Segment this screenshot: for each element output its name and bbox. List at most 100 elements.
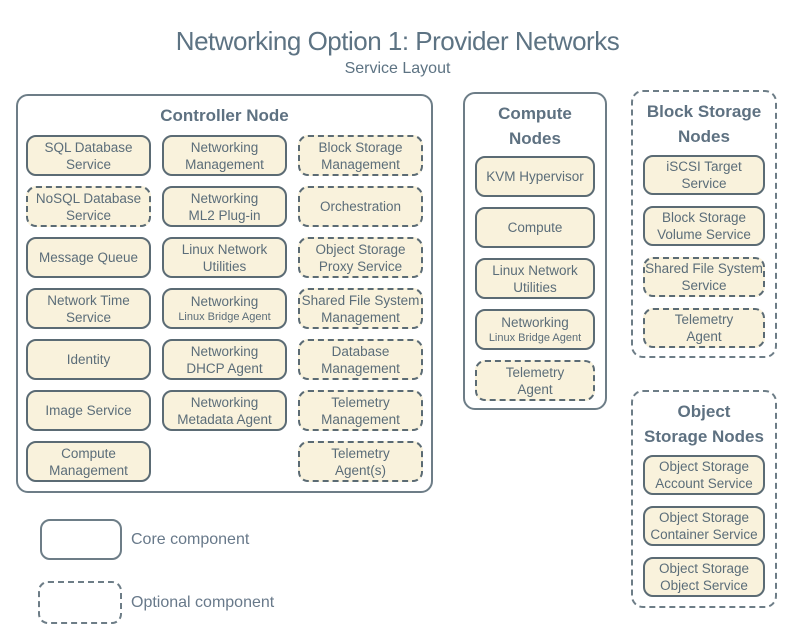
service-label: Management xyxy=(321,156,400,172)
service-label: Telemetry xyxy=(331,394,390,410)
service-label: Image Service xyxy=(45,403,132,418)
service-label: SQL Database xyxy=(44,139,133,155)
service-label: Networking xyxy=(190,343,259,359)
service-label: Network Time xyxy=(47,292,130,308)
service-label: Metadata Agent xyxy=(177,411,272,427)
service-label: Orchestration xyxy=(319,199,402,214)
service-label: Message Queue xyxy=(38,250,139,265)
service-label: Service xyxy=(65,309,111,325)
service-label: Account Service xyxy=(655,476,753,491)
service-label: Object Storage xyxy=(658,510,750,525)
service-label: Telemetry xyxy=(331,445,390,461)
service-label: Block Storage xyxy=(318,139,403,155)
service-label: Management xyxy=(321,309,400,325)
service-label: Block Storage xyxy=(661,210,747,225)
service-label: Linux Network xyxy=(492,262,578,278)
service-label: KVM Hypervisor xyxy=(486,169,584,184)
service-label: Telemetry xyxy=(674,312,734,327)
service-label: Agent xyxy=(686,329,722,344)
service-label: Networking xyxy=(190,394,259,410)
diagram-title: Networking Option 1: Provider Networks xyxy=(175,26,620,56)
service-label: Utilities xyxy=(202,258,247,274)
service-box-kvm-hypervisor: KVM Hypervisor xyxy=(475,156,595,197)
service-label: DHCP Agent xyxy=(186,360,263,376)
legend-core-label: Core component xyxy=(131,530,250,548)
service-label: Object Storage xyxy=(315,241,406,257)
service-label: Utilities xyxy=(513,279,557,295)
service-label: Linux Bridge Agent xyxy=(488,332,582,344)
service-label: NoSQL Database xyxy=(35,190,142,206)
service-label: Service xyxy=(65,156,111,172)
legend-optional-component: Optional component xyxy=(38,581,274,624)
core-component-swatch xyxy=(40,519,122,560)
service-label: Management xyxy=(49,462,128,478)
service-label: Agent(s) xyxy=(334,462,387,478)
service-label: Service xyxy=(65,207,111,223)
service-label: Database xyxy=(331,343,390,359)
service-label: Networking xyxy=(190,139,259,155)
service-label: Telemetry xyxy=(505,364,565,380)
service-box-compute: Compute xyxy=(475,207,595,248)
diagram-subtitle: Service Layout xyxy=(344,60,451,77)
service-label: Proxy Service xyxy=(318,258,403,274)
service-label: Management xyxy=(185,156,264,172)
service-label: Identity xyxy=(66,352,111,367)
service-label: Shared File System xyxy=(645,261,763,276)
service-label: Linux Network xyxy=(181,241,268,257)
service-label: Compute xyxy=(61,445,116,461)
service-label: Networking xyxy=(190,190,259,206)
service-label: Object Storage xyxy=(658,459,750,474)
service-box-image-service: Image Service xyxy=(26,390,151,431)
service-box-identity: Identity xyxy=(26,339,151,380)
service-label: Service xyxy=(681,176,727,191)
service-label: iSCSI Target xyxy=(666,159,742,174)
block-storage-nodes-title: Block Storage Nodes xyxy=(646,102,762,146)
service-label: Object Storage xyxy=(658,561,750,576)
service-label: Networking xyxy=(190,294,259,309)
optional-component-swatch xyxy=(38,581,122,624)
service-label: Volume Service xyxy=(657,227,751,242)
service-label: ML2 Plug-in xyxy=(188,207,261,223)
service-box-message-queue: Message Queue xyxy=(26,237,151,278)
service-label: Container Service xyxy=(650,527,758,542)
service-label: Service xyxy=(681,278,727,293)
service-label: Networking xyxy=(501,315,569,330)
service-box-orchestration: Orchestration xyxy=(298,186,423,227)
service-label: Shared File System xyxy=(301,292,420,308)
legend-optional-label: Optional component xyxy=(131,593,275,611)
legend-core-component: Core component xyxy=(40,519,249,560)
compute-nodes-title: Compute Nodes xyxy=(498,104,572,148)
